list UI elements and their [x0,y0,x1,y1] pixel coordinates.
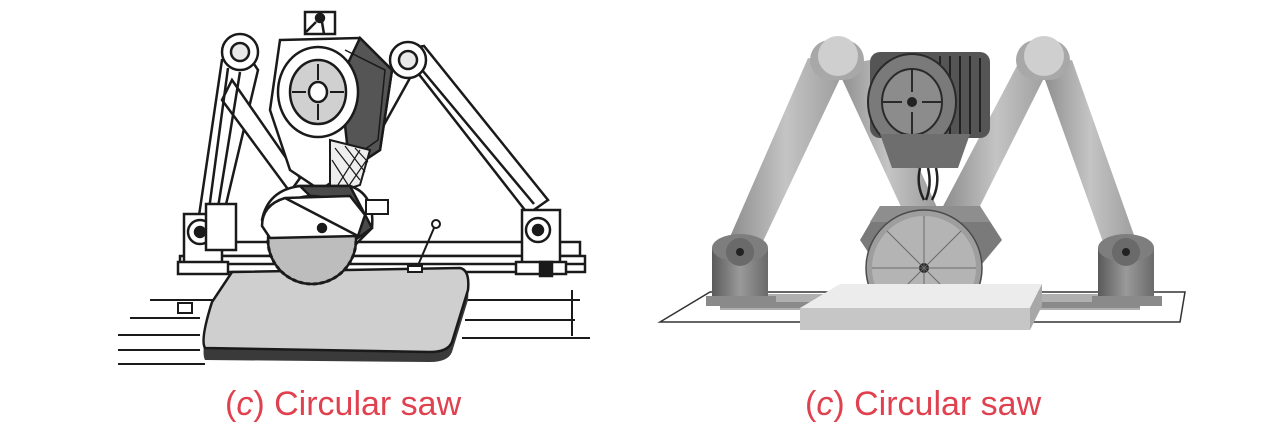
left-base-post [706,234,776,306]
saw-guard [260,184,374,286]
caption-text: Circular saw [274,385,462,423]
caption-letter: c [236,385,254,423]
right-base-joint [514,208,568,278]
caption-open-paren: ( [805,385,817,423]
shaded-render-saw [657,36,1186,330]
wires [917,167,939,201]
clamp-lever [365,199,441,273]
right-arm [940,60,1140,256]
caption-close-paren: ) [833,385,845,423]
right-base-post [1092,234,1162,306]
workpiece [202,266,470,362]
figure-shaded-render: (c) Circular saw [640,0,1280,444]
workpiece [800,284,1042,330]
caption-open-paren: ( [225,385,237,423]
top-joints [220,32,428,80]
caption-shaded-render: (c) Circular saw [805,384,1041,424]
belt-hatch [329,138,372,197]
figure-line-drawing: (c) Circular saw [118,10,590,424]
floor-lines [118,290,590,365]
caption-text: Circular saw [854,385,1042,423]
top-joints [810,36,1070,80]
caption-letter: c [816,385,834,423]
line-drawing-saw [118,10,590,365]
caption-line-drawing: (c) Circular saw [225,384,461,424]
left-base-joint [176,202,238,276]
caption-close-paren: ) [253,385,265,423]
left-arm [194,50,302,240]
motor [867,52,990,168]
